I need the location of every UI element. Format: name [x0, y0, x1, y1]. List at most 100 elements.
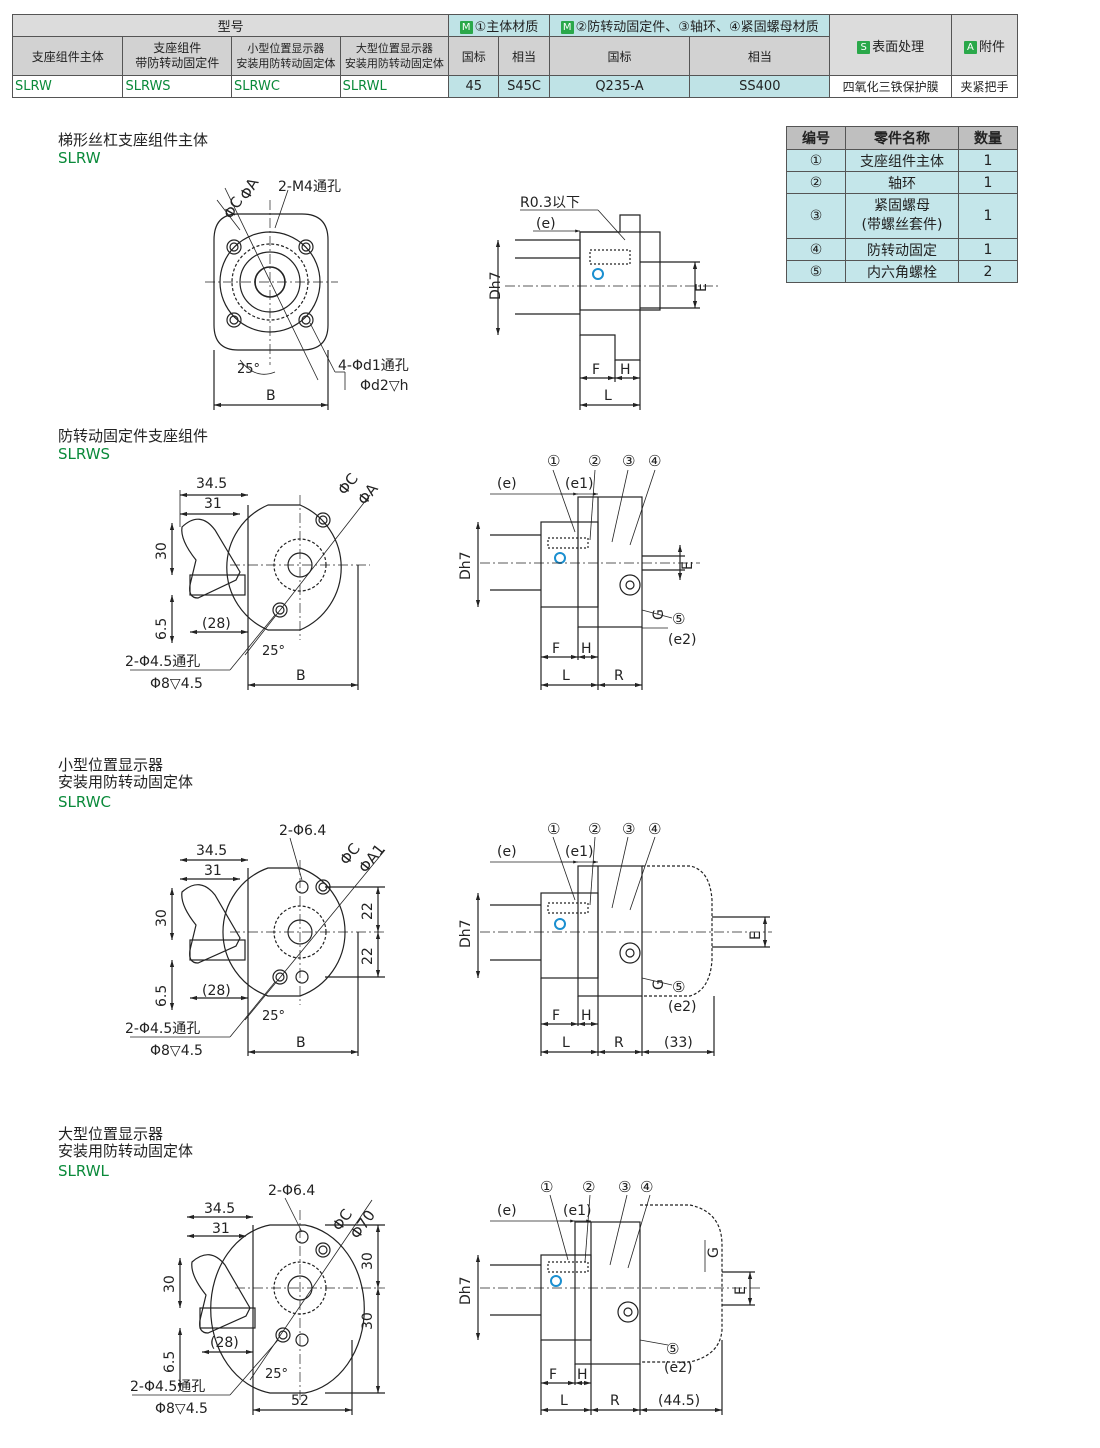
callout-4: ④ — [640, 1178, 653, 1196]
dim-L: L — [562, 1035, 570, 1051]
part-qty: 2 — [958, 260, 1018, 283]
dim-6-5: 6.5 — [154, 618, 170, 640]
dim-Dh7: Dh7 — [488, 271, 504, 300]
callout-3: ③ — [618, 1178, 631, 1196]
dim-44-5: (44.5) — [658, 1393, 700, 1409]
slrwc-side-view — [475, 836, 772, 1056]
dim-E: E — [680, 561, 696, 570]
callout-1: ① — [547, 820, 560, 838]
dim-30: 30 — [162, 1275, 178, 1293]
note-r03: R0.3以下 — [520, 195, 580, 211]
part-no: ② — [786, 171, 846, 194]
clamp-handle-icon — [181, 518, 241, 599]
note-hole45: 2-Φ4.5通孔 — [125, 654, 200, 670]
dim-G: G — [706, 1247, 722, 1258]
dim-33: (33) — [664, 1035, 693, 1051]
part-name: 内六角螺栓 — [845, 260, 959, 283]
dim-22: 22 — [360, 947, 376, 965]
value-cell: SS400 — [689, 75, 831, 98]
note-m4: 2-M4通孔 — [278, 179, 341, 195]
dim-E: E — [748, 931, 764, 940]
note-d2: Φd2▽h — [360, 378, 408, 394]
dim-e1: (e1) — [565, 844, 593, 860]
callout-3: ③ — [622, 452, 635, 470]
note-hole64: 2-Φ6.4 — [279, 823, 326, 839]
part-no: ① — [786, 149, 846, 172]
note-hole45: 2-Φ4.5通孔 — [130, 1379, 205, 1395]
m-badge-icon: M — [560, 21, 574, 34]
o-ring-icon — [554, 552, 566, 564]
dim-R: R — [610, 1393, 620, 1409]
slrwl-front-view — [132, 1197, 385, 1415]
callout-5: ⑤ — [672, 610, 685, 628]
part-qty: 1 — [958, 171, 1018, 194]
part-no: ③ — [786, 193, 846, 239]
code-cell: SLRWS — [122, 75, 233, 98]
slrwl-side-view — [475, 1194, 760, 1415]
col-header: 相当 — [689, 36, 831, 76]
dim-e: (e) — [536, 216, 556, 232]
dim-E: E — [733, 1286, 749, 1295]
dim-28: (28) — [202, 983, 231, 999]
col-header: 大型位置显示器 安装用防转动固定体 — [339, 36, 450, 76]
slrws-side-view — [475, 469, 700, 690]
m-badge-icon: M — [459, 21, 473, 34]
dim-angle: 25° — [262, 644, 285, 659]
dim-34-5: 34.5 — [204, 1201, 235, 1217]
slrws-front-view — [130, 490, 371, 690]
dim-6-5: 6.5 — [154, 985, 170, 1007]
clamp-handle-icon — [181, 884, 241, 964]
a-badge-icon: A — [963, 40, 977, 54]
clamp-handle-icon — [191, 1254, 251, 1334]
dim-B: B — [266, 388, 276, 404]
section-code: SLRWL — [58, 1162, 109, 1180]
part-name: 支座组件主体 — [845, 149, 959, 172]
value-cell: 夹紧把手 — [950, 75, 1019, 98]
dim-F: F — [549, 1367, 557, 1383]
callout-1: ① — [547, 452, 560, 470]
col-header: 国标 — [448, 36, 500, 76]
dim-Dh7: Dh7 — [458, 919, 474, 948]
dim-30: 30 — [360, 1252, 376, 1270]
dim-H: H — [581, 641, 592, 657]
dim-B: B — [296, 1035, 306, 1051]
section-title: 大型位置显示器 安装用防转动固定体 — [58, 1125, 194, 1160]
dim-E: E — [694, 283, 710, 292]
dim-6-5: 6.5 — [162, 1351, 178, 1373]
col-header: 支座组件 带防转动固定件 — [122, 36, 233, 76]
dim-Dh7: Dh7 — [458, 1276, 474, 1305]
code-cell: SLRWL — [339, 75, 450, 98]
dim-28: (28) — [202, 616, 231, 632]
dim-31: 31 — [204, 863, 222, 879]
dim-e1: (e1) — [563, 1203, 591, 1219]
dim-H: H — [620, 362, 631, 378]
dim-30: 30 — [154, 909, 170, 927]
col-header: 支座组件主体 — [11, 36, 124, 76]
dim-phiA1: ΦA1 — [355, 840, 389, 876]
dim-22: 22 — [360, 902, 376, 920]
note-hole45: 2-Φ4.5通孔 — [125, 1021, 200, 1037]
part-qty: 1 — [958, 238, 1018, 261]
dim-34-5: 34.5 — [196, 476, 227, 492]
code-cell: SLRW — [11, 75, 124, 98]
col-header: 国标 — [548, 36, 691, 76]
dim-31: 31 — [204, 496, 222, 512]
dim-L: L — [562, 668, 570, 684]
value-cell: Q235-A — [548, 75, 691, 98]
dim-angle: 25° — [262, 1009, 285, 1024]
dim-L: L — [604, 388, 612, 404]
dim-31: 31 — [212, 1221, 230, 1237]
dim-F: F — [592, 362, 600, 378]
dim-R: R — [614, 668, 624, 684]
callout-4: ④ — [648, 452, 661, 470]
dim-G: G — [651, 979, 667, 990]
callout-1: ① — [540, 1178, 553, 1196]
dim-30: 30 — [154, 542, 170, 560]
o-ring-icon — [554, 918, 566, 930]
dim-H: H — [577, 1367, 588, 1383]
slrw-front-view — [205, 187, 346, 410]
